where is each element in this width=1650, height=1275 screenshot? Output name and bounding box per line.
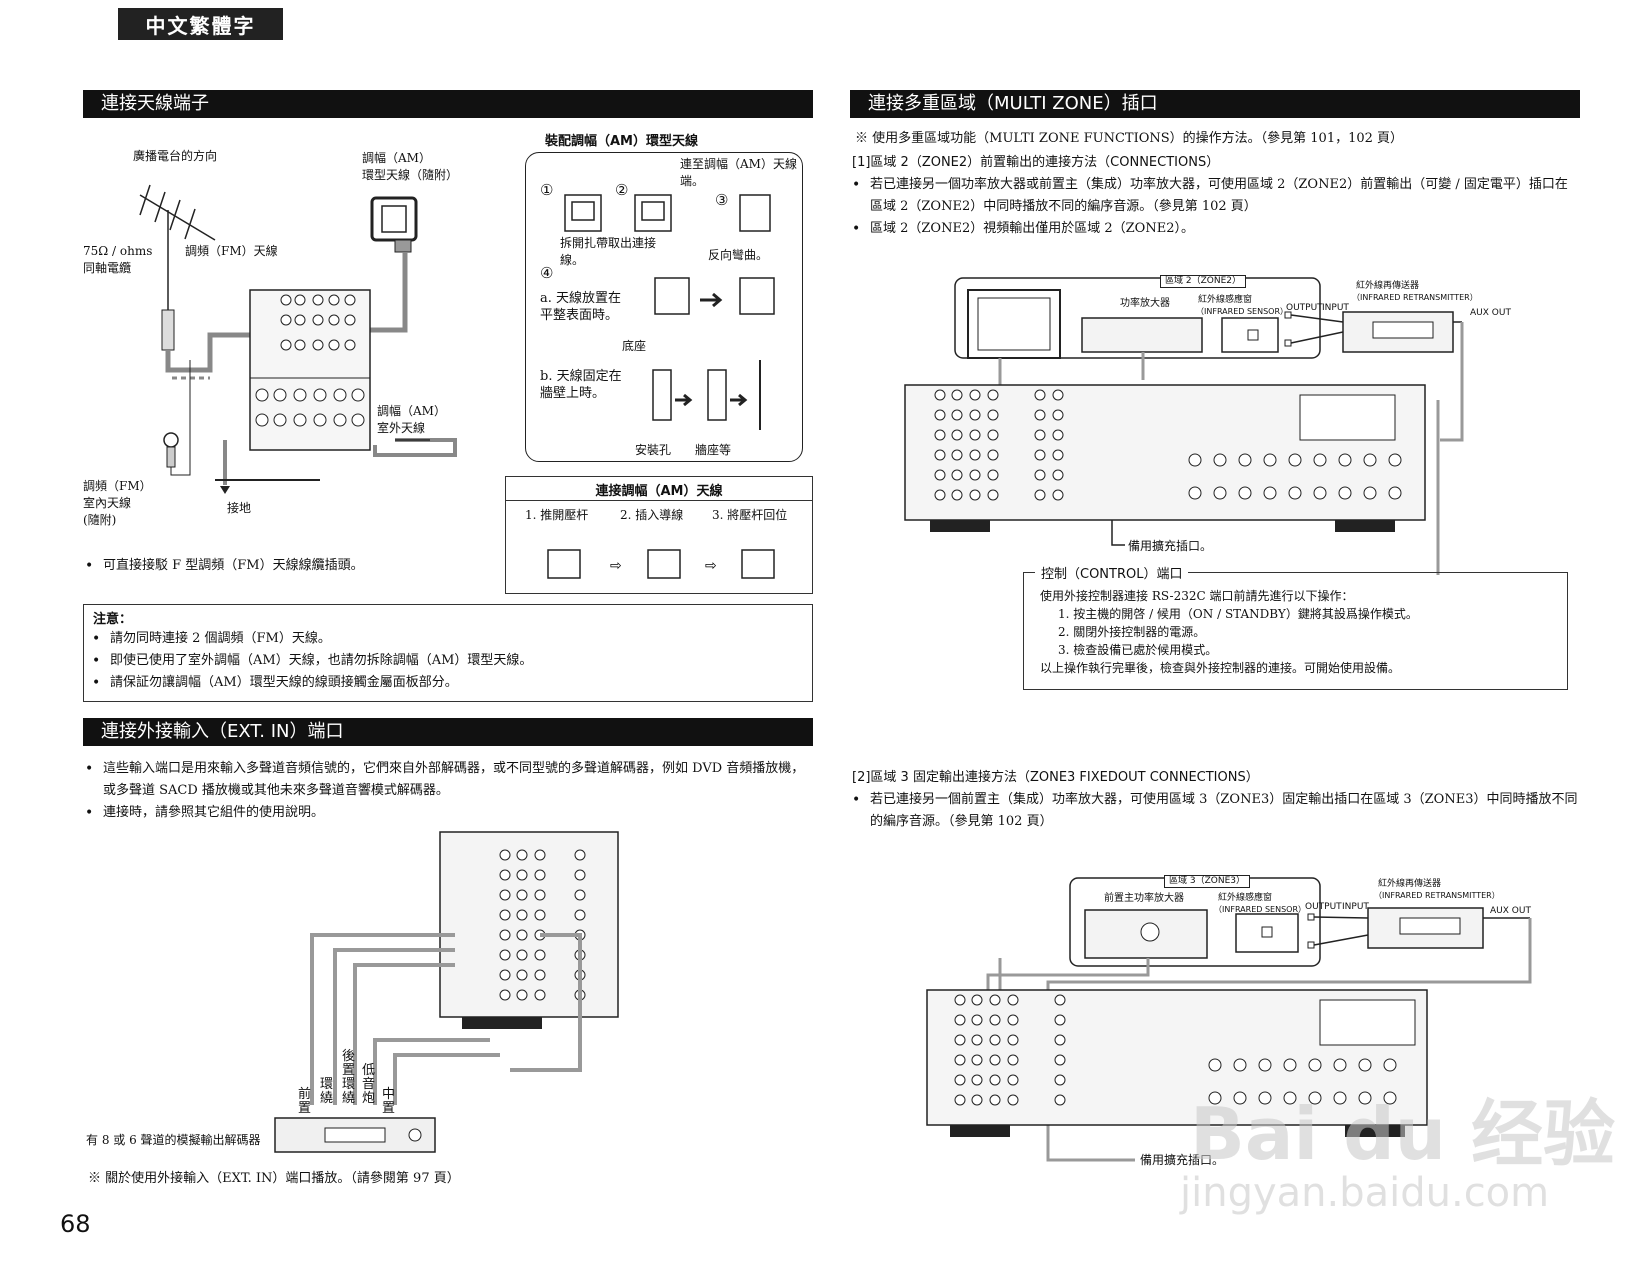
zone3-ir-sensor-en: （INFRARED SENSOR） bbox=[1214, 905, 1307, 914]
watermark-url: jingyan.baidu.com bbox=[1180, 1170, 1550, 1216]
svg-text:⇨: ⇨ bbox=[610, 558, 622, 574]
ext-in-diagram bbox=[274, 831, 619, 1153]
zone3-retransmitter: 紅外線再傳送器 bbox=[1378, 879, 1442, 889]
zone2-diagram bbox=[904, 277, 1464, 575]
am-step-bend-back: 反向彎曲。 bbox=[708, 248, 769, 262]
ext-in-item: 這些輸入端口是用來輸入多聲道音頻信號的，它們來自外部解碼器，或不同型號的多聲道解… bbox=[83, 758, 811, 802]
zone2-input: INPUT bbox=[1322, 303, 1349, 313]
am-assembly-box bbox=[525, 152, 803, 462]
zone2-retransmitter-en: （INFRARED RETRANSMITTER） bbox=[1352, 293, 1478, 302]
notes-box bbox=[83, 604, 813, 702]
am-loop-label: 調幅（AM） 環型天線（隨附） bbox=[362, 151, 459, 182]
zone3-amp-label: 前置主功率放大器 bbox=[1104, 893, 1184, 904]
f-type-bullet: 可直接接駁 F 型調頻（FM）天線線纜插頭。 bbox=[83, 555, 483, 577]
channel-label-front: 前置 bbox=[298, 1087, 312, 1116]
language-tab: 中文繁體字 bbox=[118, 8, 283, 40]
am-mount-hole-label: 安裝孔 bbox=[635, 443, 672, 457]
zone2-heading: [1]區域 2（ZONE2）前置輸出的連接方法（CONNECTIONS） bbox=[852, 155, 1220, 170]
zone3-ir-sensor: 紅外線感應窗 bbox=[1218, 893, 1273, 903]
am-step-connect-terminal: 連至調幅（AM）天線端。 bbox=[680, 157, 797, 188]
zone2-item: 若已連接另一個功率放大器或前置主（集成）功率放大器，可使用區域 2（ZONE2）… bbox=[850, 174, 1578, 218]
am-step-a: a. 天線放置在平整表面時。 bbox=[540, 291, 622, 323]
fm-antenna-label: 調頻（FM）天線 bbox=[185, 244, 278, 258]
zone2-ir-sensor-en: （INFRARED SENSOR） bbox=[1196, 307, 1289, 316]
note-item: 請保証勿讓調幅（AM）環型天線的線頭接觸金屬面板部分。 bbox=[90, 672, 805, 694]
zone2-amp-label: 功率放大器 bbox=[1120, 298, 1170, 309]
control-box bbox=[1023, 572, 1568, 690]
zone2-label: 區域 2（ZONE2） bbox=[1160, 275, 1246, 288]
am-connect-box bbox=[505, 476, 813, 594]
control-step-1: 1. 按主機的開啓 / 候用（ON / STANDBY）鍵將其設爲操作模式。 bbox=[1058, 607, 1418, 621]
channel-label-surround-back: 後置環繞 bbox=[342, 1049, 356, 1106]
zone3-heading: [2]區域 3 固定輸出連接方法（ZONE3 FIXEDOUT CONNECTI… bbox=[852, 770, 1259, 785]
coax-label: 75Ω / ohms 同軸電纜 bbox=[83, 244, 153, 275]
ext-in-footnote: ※ 關於使用外接輸入（EXT. IN）端口播放。（請參閱第 97 頁） bbox=[88, 1171, 460, 1186]
notes-title: 注意： bbox=[93, 612, 133, 627]
zone2-ir-sensor: 紅外線感應窗 bbox=[1198, 295, 1253, 305]
am-connect-drawing: ⇨ ⇨ bbox=[547, 549, 775, 579]
zone3-input: INPUT bbox=[1342, 902, 1369, 912]
zone3-spare-jack: 備用擴充插口。 bbox=[1140, 1153, 1225, 1167]
am-assembly-title: 裝配調幅（AM）環型天線 bbox=[545, 134, 698, 149]
zone3-item: 若已連接另一個前置主（集成）功率放大器，可使用區域 3（ZONE3）固定輸出插口… bbox=[850, 789, 1578, 833]
antenna-diagram bbox=[139, 184, 457, 494]
zone2-output: OUTPUT bbox=[1286, 303, 1323, 313]
note-item: 請勿同時連接 2 個調頻（FM）天線。 bbox=[90, 628, 805, 650]
am-step-num-1: ① bbox=[540, 181, 554, 199]
am-connect-title: 連接調幅（AM）天線 bbox=[595, 484, 723, 499]
ext-in-section-title: 連接外接輸入（EXT. IN）端口 bbox=[83, 718, 813, 746]
am-step-num-2: ② bbox=[615, 181, 629, 199]
multizone-section-title: 連接多重區域（MULTI ZONE）插口 bbox=[850, 90, 1580, 118]
channel-label-subwoofer: 低音炮 bbox=[362, 1063, 376, 1106]
ground-label: 接地 bbox=[227, 501, 252, 515]
am-step-num-3: ③ bbox=[715, 191, 729, 209]
am-assembly-drawing bbox=[564, 194, 775, 430]
ext-in-item: 連接時，請參照其它組件的使用說明。 bbox=[83, 802, 811, 824]
zone3-label: 區域 3（ZONE3） bbox=[1164, 875, 1250, 888]
zone3-aux-out: AUX OUT bbox=[1490, 906, 1531, 916]
zone2-aux-out: AUX OUT bbox=[1470, 308, 1511, 318]
am-connect-step-3: 3. 將壓杆回位 bbox=[712, 508, 788, 522]
am-connect-step-1: 1. 推開壓杆 bbox=[525, 508, 589, 522]
am-wall-label: 牆座等 bbox=[695, 443, 732, 457]
am-connect-step-2: 2. 插入導線 bbox=[620, 508, 684, 522]
channel-label-center: 中置 bbox=[382, 1087, 396, 1116]
multizone-ref-note: ※ 使用多重區域功能（MULTI ZONE FUNCTIONS）的操作方法。（參… bbox=[855, 131, 1404, 146]
channel-label-surround: 環繞 bbox=[320, 1077, 334, 1106]
control-step-3: 3. 檢查設備已處於候用模式。 bbox=[1058, 643, 1218, 657]
am-step-num-4: ④ bbox=[540, 264, 554, 282]
antenna-section-title: 連接天線端子 bbox=[83, 90, 813, 118]
control-outro: 以上操作執行完畢後，檢查與外接控制器的連接。可開始使用設備。 bbox=[1040, 661, 1401, 675]
control-intro: 使用外接控制器連接 RS-232C 端口前請先進行以下操作： bbox=[1040, 589, 1354, 603]
zone3-output: OUTPUT bbox=[1305, 902, 1342, 912]
zone2-retransmitter: 紅外線再傳送器 bbox=[1356, 281, 1420, 291]
zone2-spare-jack: 備用擴充插口。 bbox=[1128, 539, 1213, 553]
svg-text:⇨: ⇨ bbox=[705, 558, 717, 574]
am-step-b: b. 天線固定在牆壁上時。 bbox=[540, 369, 622, 401]
fm-indoor-label: 調頻（FM） 室內天線 (隨附) bbox=[83, 479, 152, 527]
zone3-diagram bbox=[926, 877, 1532, 1162]
page-number: 68 bbox=[60, 1210, 91, 1238]
watermark-logo: Bai du 经验 bbox=[1190, 1092, 1616, 1176]
control-title: 控制（CONTROL）端口 bbox=[1035, 563, 1189, 582]
control-step-2: 2. 關閉外接控制器的電源。 bbox=[1058, 625, 1206, 639]
broadcast-direction-label: 廣播電台的方向 bbox=[133, 149, 218, 163]
am-base-label: 底座 bbox=[622, 339, 647, 353]
zone3-retransmitter-en: （INFRARED RETRANSMITTER） bbox=[1374, 891, 1500, 900]
am-outdoor-label: 調幅（AM） 室外天線 bbox=[377, 404, 446, 435]
note-item: 即使已使用了室外調幅（AM）天線，也請勿拆除調幅（AM）環型天線。 bbox=[90, 650, 805, 672]
zone2-item: 區域 2（ZONE2）視頻輸出僅用於區域 2（ZONE2）。 bbox=[850, 218, 1578, 240]
decoder-label: 有 8 或 6 聲道的模擬輸出解碼器 bbox=[86, 1133, 261, 1147]
am-step-remove-tie: 拆開扎帶取出連接線。 bbox=[560, 236, 657, 267]
